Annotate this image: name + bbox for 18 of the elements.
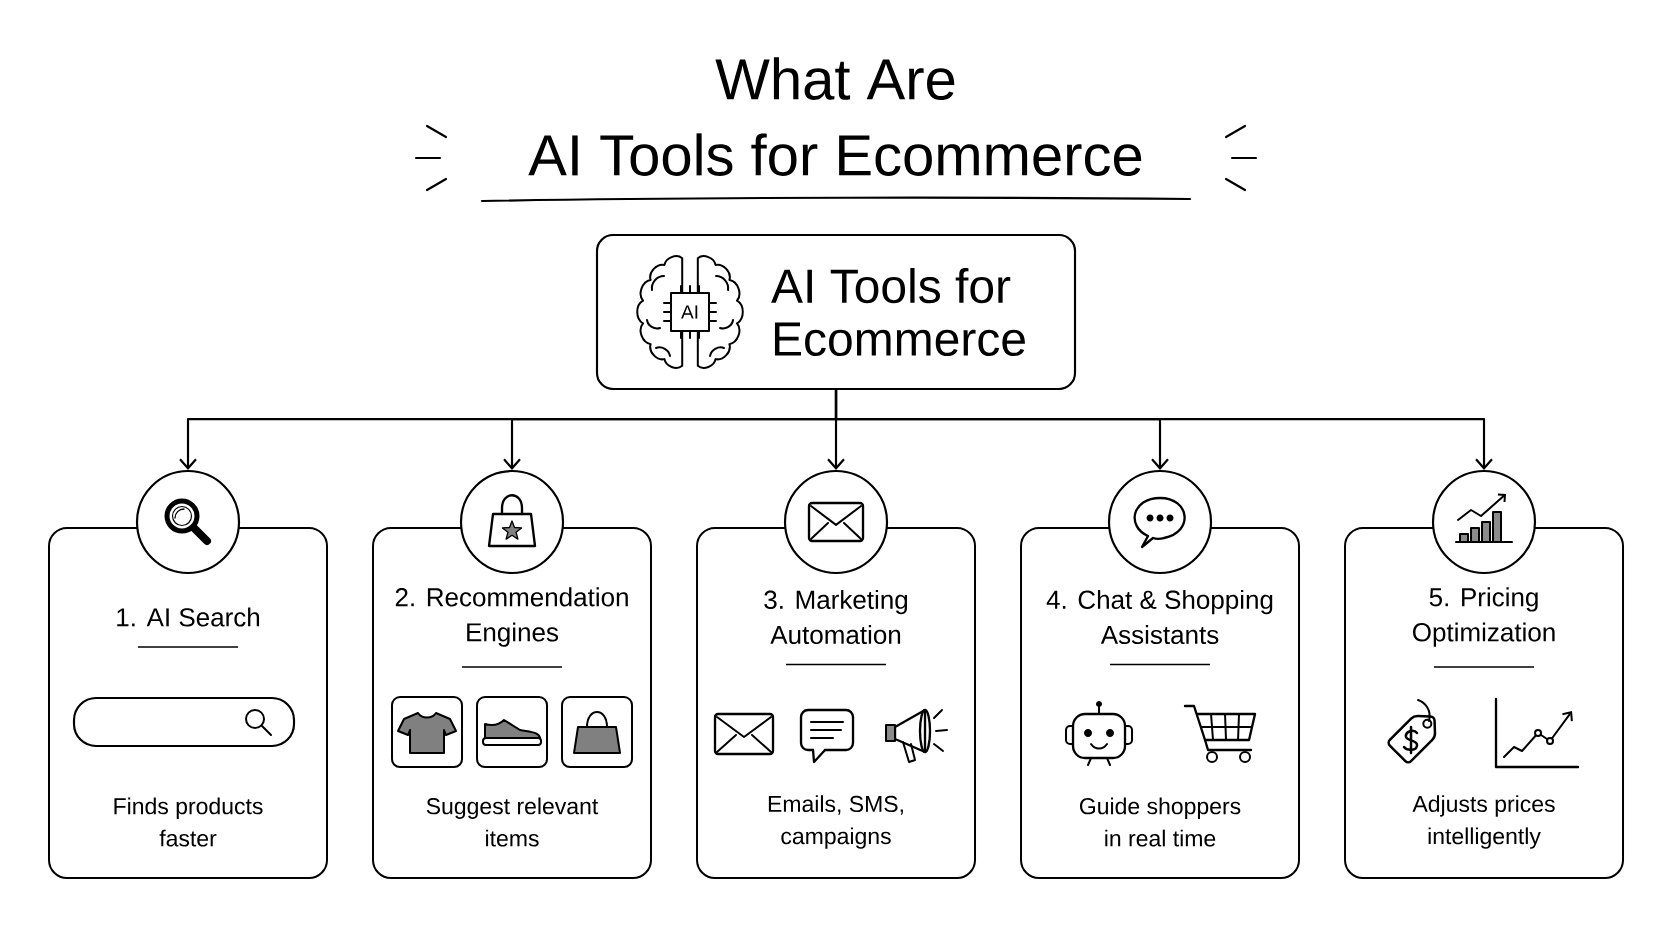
card-heading: 2. Recommendation Engines [395,587,628,647]
card-description: Emails, SMS, campaigns [768,795,903,849]
card-heading: 5. Pricing Optimization [1413,587,1555,647]
icon-circle [135,469,241,575]
arrow [834,389,1493,470]
card-heading: 1. AI Search [117,607,260,627]
card-description: Finds products faster [114,797,263,847]
title: What Are AI Tools for Ecommerce [528,57,1142,176]
icon-circle [1107,469,1213,575]
icon-circle [783,469,889,575]
chip-text: AI [681,305,698,319]
card-description: Guide shoppers in real time [1079,797,1241,847]
card-heading: 4. Chat & Shopping Assistants [1046,589,1273,645]
icon-circle [1431,469,1537,575]
card-description: Suggest relevant items [426,797,599,847]
card-description: Adjusts prices intelligently [1412,795,1555,849]
card-heading: 3. Marketing Automation [764,589,908,645]
icon-circle [459,469,565,575]
